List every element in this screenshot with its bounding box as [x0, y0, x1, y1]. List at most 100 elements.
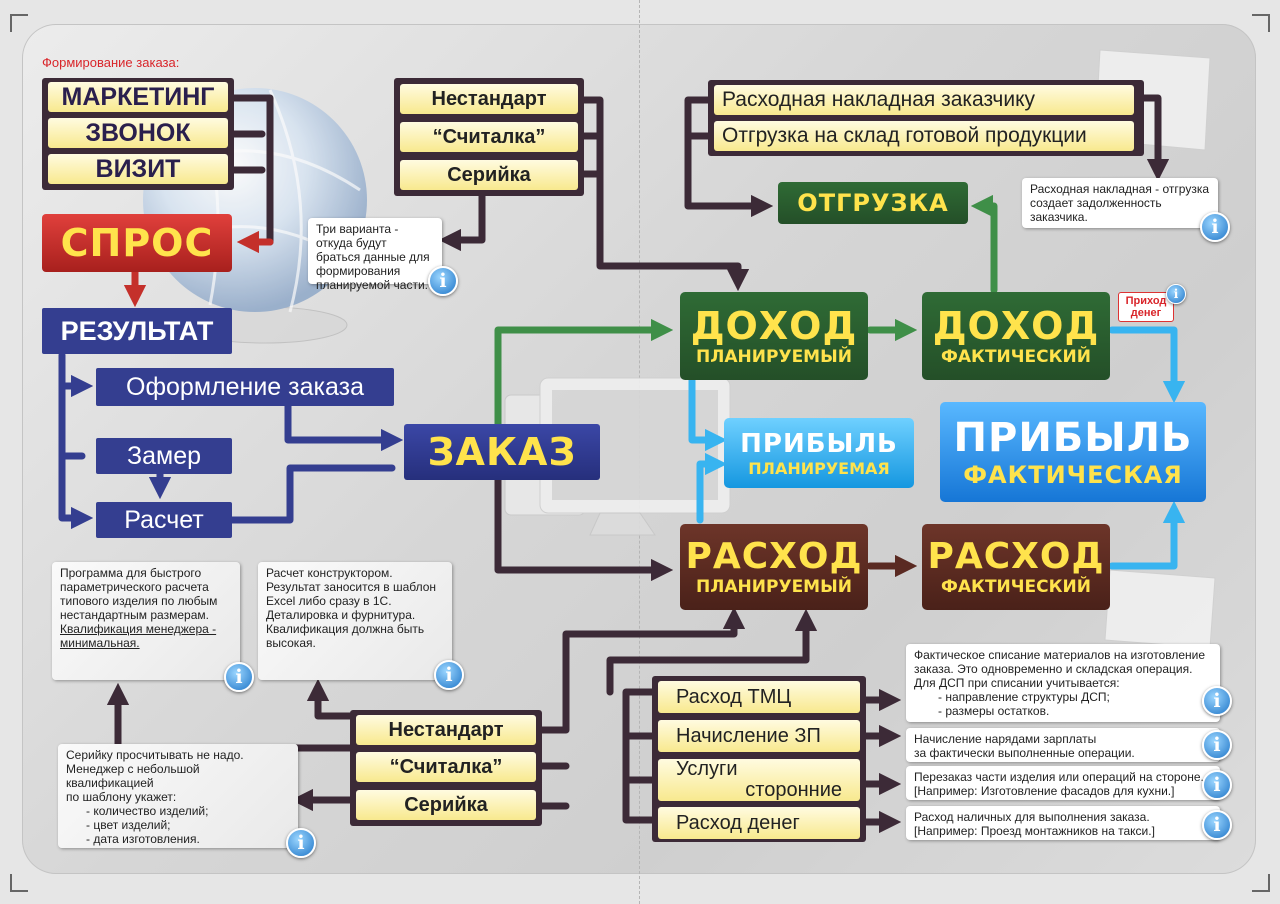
expense-plan-title: РАСХОД [685, 536, 863, 577]
info-icon[interactable]: i [1202, 686, 1232, 716]
profit-plan-box: ПРИБЫЛЬ ПЛАНИРУЕМАЯ [724, 418, 914, 488]
serial-note: Серийку просчитывать не надо. Менеджер с… [58, 744, 298, 848]
info-icon[interactable]: i [1202, 810, 1232, 840]
expense-fact-sub: ФАКТИЧЕСКИЙ [941, 577, 1091, 597]
constructor-note-line: Excel либо сразу в 1С. [266, 594, 392, 608]
info-icon[interactable]: i [434, 660, 464, 690]
money-in-text: Приход денег [1125, 295, 1167, 319]
info-icon-glyph: i [439, 270, 447, 292]
salary-note-line: за фактически выполненные операции. [914, 746, 1135, 760]
income-fact-title: ДОХОД [932, 304, 1100, 348]
info-icon-glyph: i [1211, 216, 1219, 238]
top-source-nonstandard: Нестандарт [400, 84, 578, 114]
info-icon-glyph: i [1213, 814, 1221, 836]
materials-note-line: Фактическое списание материалов на изгот… [914, 648, 1206, 662]
constructor-note-line: высокая. [266, 636, 316, 650]
crop-mark [10, 14, 28, 16]
expense-item-services-line: Услуги [676, 758, 738, 780]
marketing-label: МАРКЕТИНГ [48, 82, 228, 112]
crop-mark [1252, 890, 1270, 892]
serial-note-line: по шаблону укажет: [66, 790, 177, 804]
crop-mark [1268, 14, 1270, 32]
bottom-source-nonstandard-text: Нестандарт [388, 718, 504, 741]
shipping-doc-warehouse: Отгрузка на склад готовой продукции [714, 121, 1134, 151]
expense-item-cash: Расход денег [658, 807, 860, 839]
materials-note: Фактическое списание материалов на изгот… [906, 644, 1220, 722]
expense-fact-box: РАСХОД ФАКТИЧЕСКИЙ [922, 524, 1110, 610]
top-source-nonstandard-text: Нестандарт [431, 87, 547, 110]
info-icon-glyph: i [1173, 287, 1179, 301]
materials-note-line: Для ДСП при списании учитывается: [914, 676, 1120, 690]
profit-fact-box: ПРИБЫЛЬ ФАКТИЧЕСКАЯ [940, 402, 1206, 502]
result-item-measure: Замер [96, 438, 232, 474]
crop-mark [1268, 874, 1270, 892]
shipping-note: Расходная накладная - отгрузка создает з… [1022, 178, 1218, 228]
shipping-doc-invoice-text: Расходная накладная заказчику [722, 88, 1036, 111]
info-icon[interactable]: i [428, 266, 458, 296]
expense-item-materials: Расход ТМЦ [658, 681, 860, 713]
salary-note-line: Начисление нарядами зарплаты [914, 732, 1097, 746]
calc-note-line: нестандартным размерам. [60, 608, 209, 622]
calc-note-line: параметрического расчета [60, 580, 209, 594]
calc-note-qualification: Квалификация менеджера - [60, 622, 217, 636]
calc-note-qualification: минимальная. [60, 636, 140, 650]
otgruzka-text: ОТГРУЗКА [797, 189, 949, 217]
constructor-note-line: Квалификация должна быть [266, 622, 425, 636]
serial-note-line: - цвет изделий; [86, 818, 171, 832]
otgruzka-box: ОТГРУЗКА [778, 182, 968, 224]
expense-item-salary-text: Начисление ЗП [676, 724, 821, 747]
info-icon[interactable]: i [224, 662, 254, 692]
calc-note-line: Программа для быстрого [60, 566, 202, 580]
income-fact-box: ДОХОД ФАКТИЧЕСКИЙ [922, 292, 1110, 380]
top-source-serial: Серийка [400, 160, 578, 190]
zakaz-text: ЗАКАЗ [427, 430, 577, 474]
info-icon[interactable]: i [286, 828, 316, 858]
materials-note-line: - размеры остатков. [938, 704, 1050, 718]
call-label: ЗВОНОК [48, 118, 228, 148]
info-icon-glyph: i [1213, 774, 1221, 796]
cash-note: Расход наличных для выполнения заказа. [… [906, 806, 1220, 840]
info-icon-glyph: i [235, 666, 243, 688]
services-note: Перезаказ части изделия или операций на … [906, 766, 1220, 800]
services-note-line: Перезаказ части изделия или операций на … [914, 770, 1204, 784]
profit-plan-title: ПРИБЫЛЬ [740, 428, 898, 459]
bottom-source-serial-text: Серийка [404, 793, 488, 816]
result-box: РЕЗУЛЬТАТ [42, 308, 232, 354]
result-item-measure-text: Замер [127, 441, 201, 470]
income-plan-sub: ПЛАНИРУЕМЫЙ [696, 347, 852, 367]
crop-mark [10, 14, 12, 32]
shipping-note-text: Расходная накладная - отгрузка создает з… [1030, 182, 1210, 224]
visit-label: ВИЗИТ [48, 154, 228, 184]
info-icon-glyph: i [297, 832, 305, 854]
expense-item-services-line: сторонние [745, 779, 842, 801]
services-note-line: [Например: Изготовление фасадов для кухн… [914, 784, 1175, 798]
bottom-source-nonstandard: Нестандарт [356, 715, 536, 745]
expense-plan-sub: ПЛАНИРУЕМЫЙ [696, 577, 852, 597]
money-in-badge: Приход денег [1118, 292, 1174, 322]
materials-note-line: заказа. Это одновременно и складская опе… [914, 662, 1193, 676]
shipping-doc-warehouse-text: Отгрузка на склад готовой продукции [722, 124, 1087, 147]
info-icon[interactable]: i [1202, 730, 1232, 760]
cash-note-line: Расход наличных для выполнения заказа. [914, 810, 1150, 824]
top-source-calculator: “Считалка” [400, 122, 578, 152]
info-icon[interactable]: i [1166, 284, 1186, 304]
result-item-calc-text: Расчет [124, 505, 204, 534]
info-icon[interactable]: i [1202, 770, 1232, 800]
serial-note-line: Менеджер с небольшой квалификацией [66, 762, 200, 790]
top-sources-note-text: Три варианта - откуда будут браться данн… [316, 222, 430, 292]
result-item-order: Оформление заказа [96, 368, 394, 406]
income-plan-box: ДОХОД ПЛАНИРУЕМЫЙ [680, 292, 868, 380]
call-text: ЗВОНОК [85, 118, 191, 147]
shipping-doc-invoice: Расходная накладная заказчику [714, 85, 1134, 115]
constructor-note: Расчет конструктором. Результат заноситс… [258, 562, 452, 680]
calc-note-line: типового изделия по любым [60, 594, 218, 608]
bottom-source-calculator: “Считалка” [356, 752, 536, 782]
crop-mark [1252, 14, 1270, 16]
constructor-note-line: Расчет конструктором. [266, 566, 393, 580]
spros-text: СПРОС [60, 221, 214, 265]
crop-mark [10, 890, 28, 892]
info-icon[interactable]: i [1200, 212, 1230, 242]
constructor-note-line: Результат заносится в шаблон [266, 580, 437, 594]
top-sources-note: Три варианта - откуда будут браться данн… [308, 218, 442, 292]
expense-plan-box: РАСХОД ПЛАНИРУЕМЫЙ [680, 524, 868, 610]
